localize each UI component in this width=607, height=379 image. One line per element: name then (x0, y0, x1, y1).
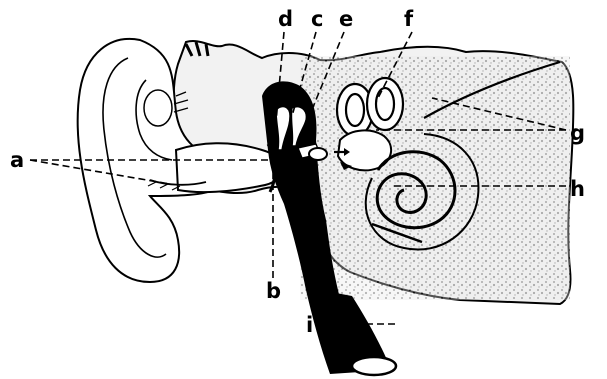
eustachian-opening (352, 357, 396, 375)
label-e: e (339, 7, 353, 31)
label-f: f (404, 7, 414, 31)
label-b: b (266, 279, 281, 303)
label-i: i (306, 313, 313, 337)
label-c: c (311, 7, 323, 31)
label-a: a (10, 148, 24, 172)
concha (144, 90, 172, 126)
label-g: g (570, 121, 585, 145)
label-h: h (570, 177, 585, 201)
label-d: d (278, 7, 293, 31)
oval-window (309, 148, 327, 160)
